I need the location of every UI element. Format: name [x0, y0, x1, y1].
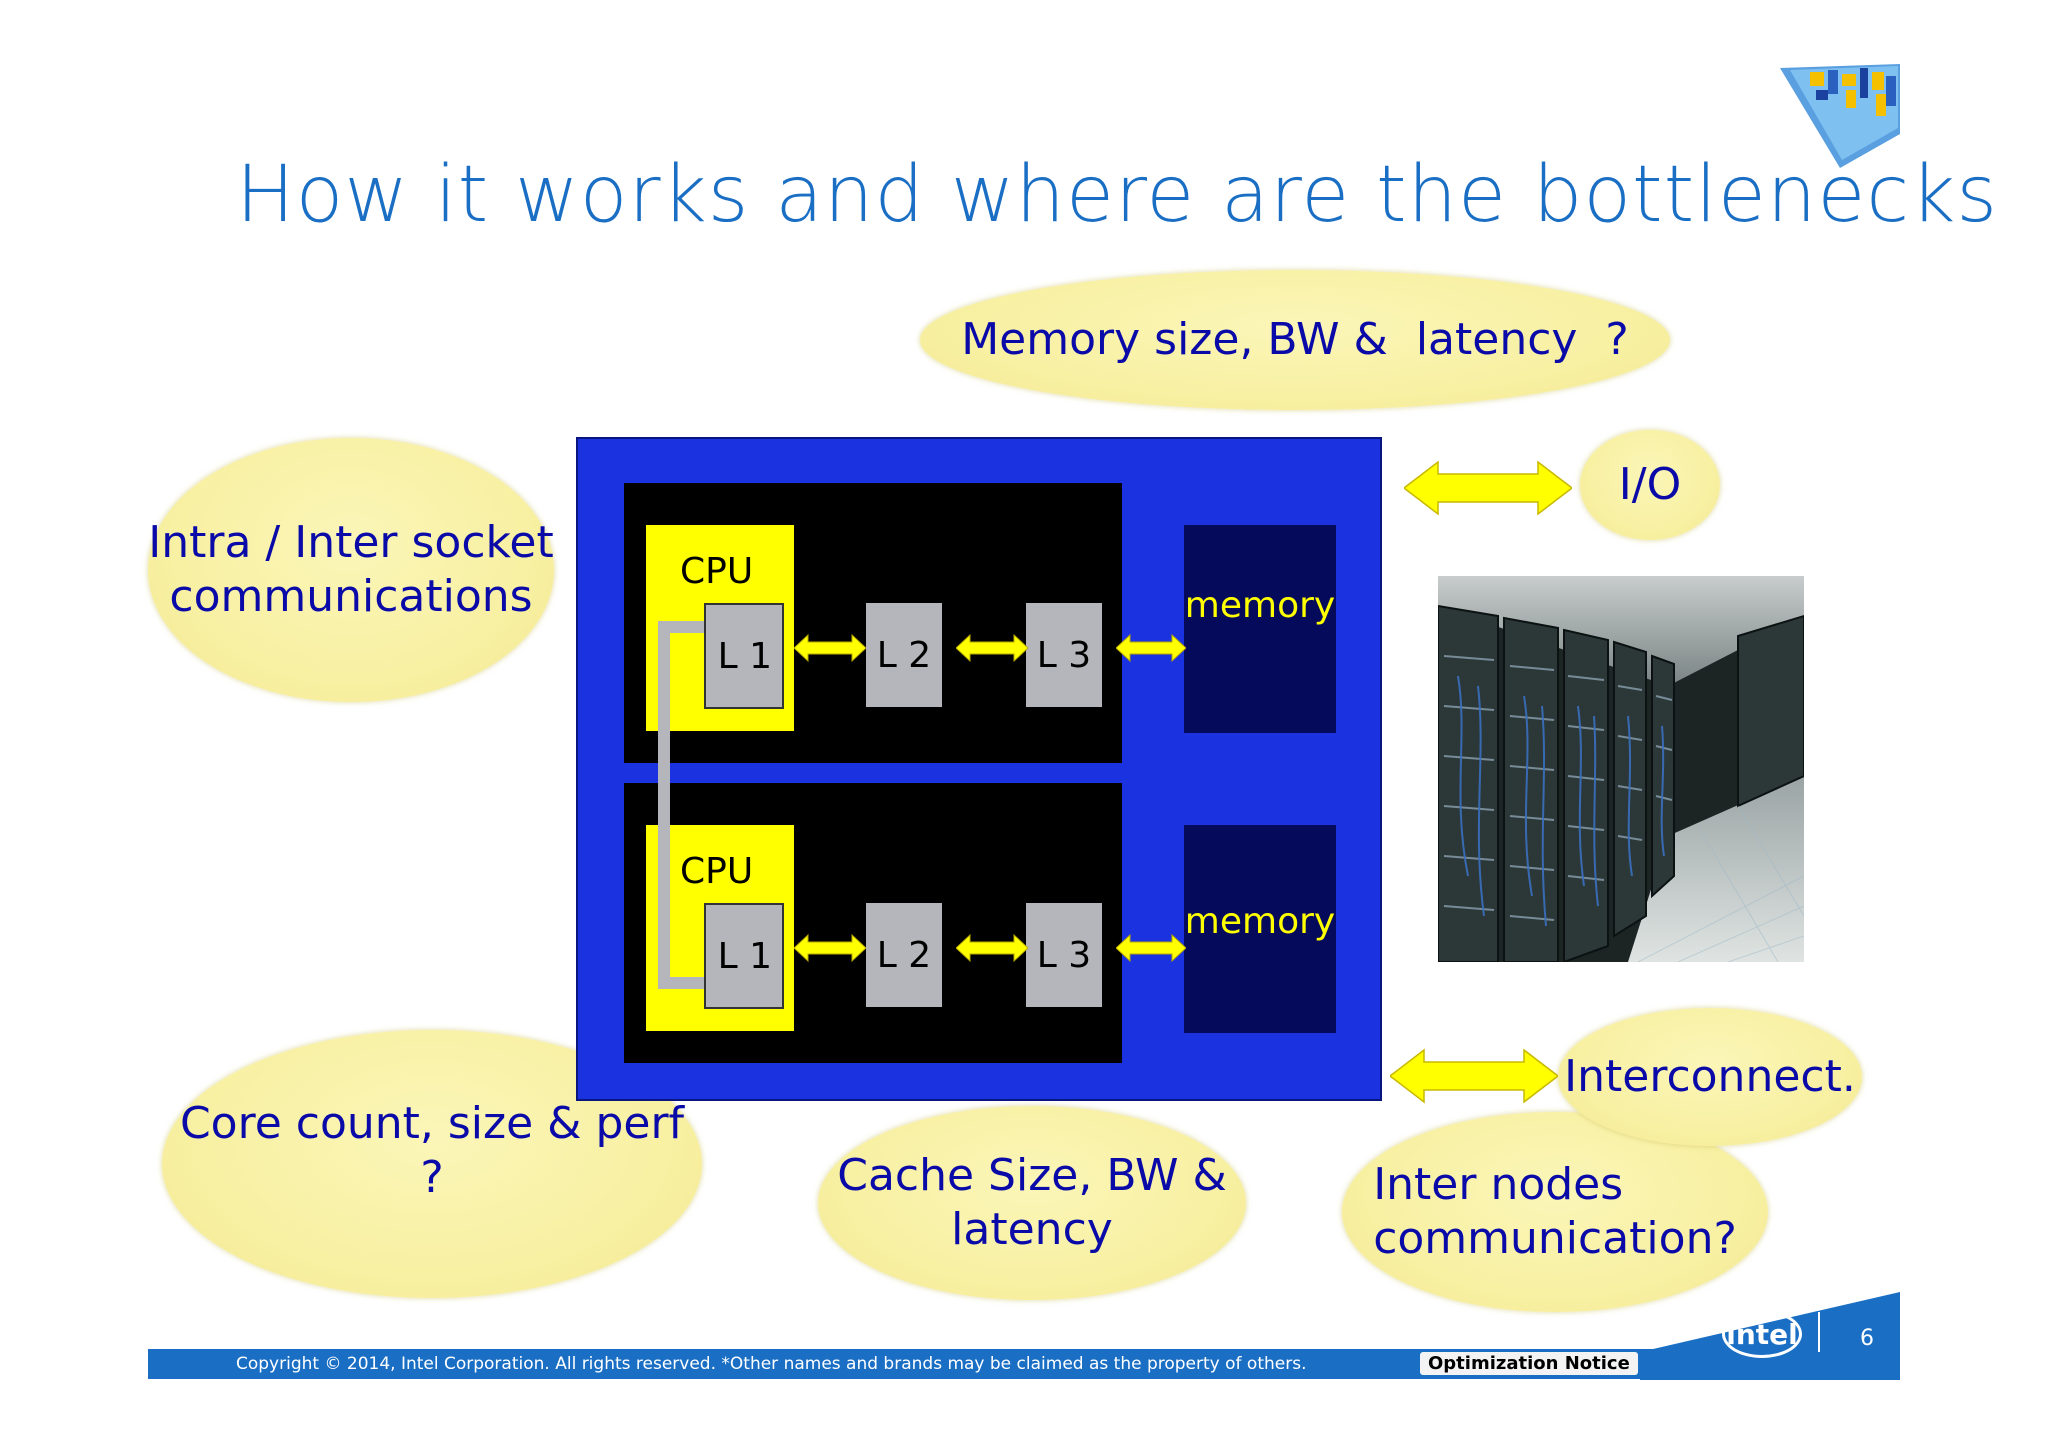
- nodes-bubble-line1: Inter nodes: [1373, 1159, 1624, 1210]
- memory-bubble: Memory size, BW & latency ?: [920, 270, 1670, 410]
- intel-logo-icon: intel: [1722, 1310, 1802, 1358]
- memory-bottom: memory: [1184, 825, 1336, 1033]
- intel-corner-logo-icon: [1780, 64, 1900, 168]
- socket-bubble-line1: Intra / Inter socket: [148, 517, 554, 568]
- intel-logo-text: intel: [1726, 1317, 1798, 1351]
- memory-bottom-label: memory: [1184, 901, 1336, 942]
- io-bubble-text: I/O: [1618, 459, 1682, 510]
- cache-bubble: Cache Size, BW & latency: [818, 1106, 1246, 1300]
- memory-top: memory: [1184, 525, 1336, 733]
- arrow-l3-memory-bottom-icon: [1116, 933, 1186, 963]
- cache-l2-top: L 2: [866, 603, 942, 707]
- inter-socket-link-bottom-stub: [658, 977, 704, 989]
- optimization-notice-link[interactable]: Optimization Notice: [1420, 1352, 1638, 1375]
- inter-socket-link: [658, 621, 670, 989]
- nodes-bubble-line2: communication?: [1373, 1213, 1737, 1264]
- footer-divider: [1818, 1312, 1820, 1352]
- socket-bubble: Intra / Inter socket communications: [148, 438, 554, 702]
- memory-top-label: memory: [1184, 585, 1336, 626]
- cache-l3-top: L 3: [1026, 603, 1102, 707]
- interconnect-arrow-icon: [1390, 1048, 1558, 1104]
- cache-l1-bottom: L 1: [704, 903, 784, 1009]
- system-diagram-panel: CPU L 1 L 2 L 3 CPU L 1 L 2 L 3 memory m…: [576, 437, 1382, 1101]
- socket-bubble-line2: communications: [169, 571, 533, 622]
- slide-title: How it works and where are the bottlenec…: [236, 150, 1998, 240]
- cache-bubble-line1: Cache Size, BW &: [837, 1150, 1227, 1201]
- inter-socket-link-top-stub: [658, 621, 704, 633]
- arrow-l1-l2-bottom-icon: [794, 933, 866, 963]
- core-bubble-text: Core count, size & perf ?: [179, 1098, 685, 1203]
- arrow-l2-l3-top-icon: [956, 633, 1028, 663]
- footer-copyright: Copyright © 2014, Intel Corporation. All…: [236, 1354, 1307, 1374]
- cache-bubble-line2: latency: [951, 1204, 1113, 1255]
- cpu-top-label: CPU: [680, 551, 754, 592]
- arrow-l3-memory-top-icon: [1116, 633, 1186, 663]
- cpu-bottom-label: CPU: [680, 851, 754, 892]
- cache-l2-bottom: L 2: [866, 903, 942, 1007]
- page-number: 6: [1860, 1326, 1874, 1351]
- cache-l3-bottom: L 3: [1026, 903, 1102, 1007]
- io-bubble: I/O: [1580, 430, 1720, 540]
- arrow-l2-l3-bottom-icon: [956, 933, 1028, 963]
- interconnect-bubble-text: Interconnect.: [1564, 1051, 1856, 1102]
- server-racks-photo: [1438, 576, 1804, 962]
- arrow-l1-l2-top-icon: [794, 633, 866, 663]
- socket-top: CPU L 1 L 2 L 3: [624, 483, 1122, 763]
- memory-bubble-text: Memory size, BW & latency ?: [961, 314, 1629, 365]
- io-arrow-icon: [1404, 460, 1572, 516]
- interconnect-bubble: Interconnect.: [1558, 1008, 1862, 1146]
- cache-l1-top: L 1: [704, 603, 784, 709]
- socket-bottom: CPU L 1 L 2 L 3: [624, 783, 1122, 1063]
